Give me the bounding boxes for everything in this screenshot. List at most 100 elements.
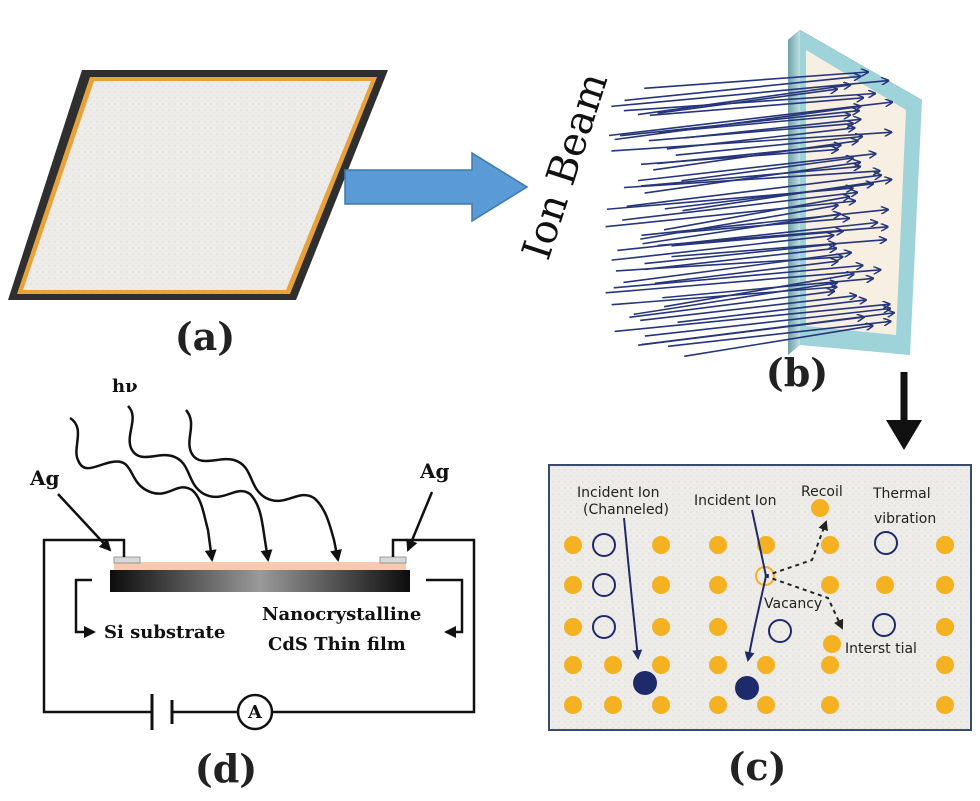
panel-b: Ion Beam (b) [514, 30, 922, 395]
ion-beam-ray [613, 266, 863, 289]
ion-beam-ray [629, 291, 834, 319]
down-arrow-head [886, 420, 922, 450]
ion-beam-ray [640, 149, 838, 166]
ion-beam-ray [640, 167, 860, 187]
lattice-atom [757, 696, 775, 714]
label-photon: hν [112, 376, 138, 397]
ammeter-label: A [247, 702, 263, 723]
channeled-ion-path [623, 517, 643, 660]
panel-label-b: (b) [766, 350, 829, 395]
ion-beam-ray [658, 115, 850, 134]
channeled-ion [633, 671, 657, 695]
lattice-atom [652, 576, 670, 594]
ion-beam-ray [624, 76, 861, 102]
ion-beam-ray [649, 98, 863, 117]
ion-beam-ray [622, 192, 857, 221]
label-si-substrate: Si substrate [104, 622, 225, 643]
substrate-pointer [74, 578, 96, 638]
ion-beam-ray [638, 317, 864, 346]
panel-label-c: (c) [727, 744, 786, 789]
ion-beam-ray [671, 231, 842, 247]
ion-beam-ray [663, 197, 849, 231]
label-vacancy: Vacancy [764, 596, 822, 612]
ion-beam-ray [663, 274, 854, 308]
ion-beam-ray [671, 240, 886, 258]
film-pointer [426, 578, 464, 638]
ion-beam-ray [605, 270, 881, 294]
ion-beam-ray [644, 162, 860, 194]
label-thermal: Thermal [872, 486, 931, 502]
ion-beam-ray [675, 137, 862, 157]
incident-ion [735, 676, 759, 700]
ag-right-pointer [406, 491, 434, 552]
ion-beam-ray [641, 210, 888, 237]
ag-contact-left [113, 556, 141, 564]
ion-beam-ray [623, 94, 875, 112]
lattice-atom [821, 656, 839, 674]
interstitial-atom [823, 635, 841, 653]
light-wave [69, 416, 217, 562]
label-ag-left: Ag [29, 466, 60, 490]
ion-beam-ray [623, 171, 880, 189]
ion-beam-ray [640, 296, 856, 322]
incident-ion-path [744, 509, 768, 662]
ion-beam-ray [676, 218, 849, 234]
label-interstitial: Interst tial [845, 641, 917, 657]
panel-c: Incident Ion (Channeled) Incident Ion Re… [548, 464, 972, 789]
ion-beam-ray [611, 235, 834, 261]
lattice-atom [936, 536, 954, 554]
label-incident-ion-channeled: Incident Ion [577, 485, 659, 501]
ion-beam-ray [677, 300, 865, 324]
ion-beam-ray [633, 283, 837, 316]
ion-beam-ray [611, 132, 891, 152]
panel-a: (a) [8, 70, 388, 359]
lattice-atom [709, 696, 727, 714]
ion-beam-ray [644, 244, 836, 265]
ion-beam-ray [657, 227, 888, 247]
ion-beam-ray [614, 304, 890, 333]
lattice-atom [564, 618, 582, 636]
process-arrow-shape [344, 151, 529, 223]
lattice-atom [821, 696, 839, 714]
lattice-atom [604, 656, 622, 674]
ion-beam-ray [615, 257, 843, 272]
ion-beam-ray [657, 89, 837, 114]
ion-beam-ray [644, 72, 868, 90]
si-substrate [110, 570, 410, 592]
panel-d: hν Ag Ag A Si substrate Nanocrystalli [29, 376, 476, 791]
lattice-atom [709, 576, 727, 594]
vacancy-site [872, 613, 896, 637]
vacancy-site [874, 531, 898, 555]
lattice-atom [876, 576, 894, 594]
label-vibration: vibration [874, 511, 936, 527]
ion-beam-ray [654, 261, 838, 285]
lattice-atom [564, 536, 582, 554]
ion-beam-ray [642, 214, 840, 245]
vacancy-site [592, 615, 616, 639]
ion-beam-ray [611, 287, 837, 306]
lattice-atom [652, 536, 670, 554]
ion-beam-ray [623, 253, 851, 284]
label-film-line2: CdS Thin film [268, 634, 406, 655]
lattice-atom [936, 618, 954, 636]
vacancy-site [768, 619, 792, 643]
ion-beam-ray [605, 201, 855, 228]
label-channeled: (Channeled) [583, 502, 669, 518]
ion-beam-ray [608, 102, 892, 137]
vacancy-site [592, 573, 616, 597]
ion-beam-label: Ion Beam [514, 67, 617, 265]
ion-beam-ray [611, 81, 888, 108]
interstitial-path [764, 575, 844, 630]
lattice-atom [604, 696, 622, 714]
lattice-atom [652, 656, 670, 674]
ion-beam-ray [664, 184, 873, 210]
ion-beam-ray [684, 326, 872, 358]
ion-beam-ray [681, 158, 852, 182]
ion-beam-ray [644, 309, 890, 337]
lattice-atom [564, 656, 582, 674]
label-ag-right: Ag [419, 459, 450, 483]
light-wave [127, 405, 273, 562]
ion-beam-ray [640, 205, 837, 240]
lattice-atom [936, 656, 954, 674]
